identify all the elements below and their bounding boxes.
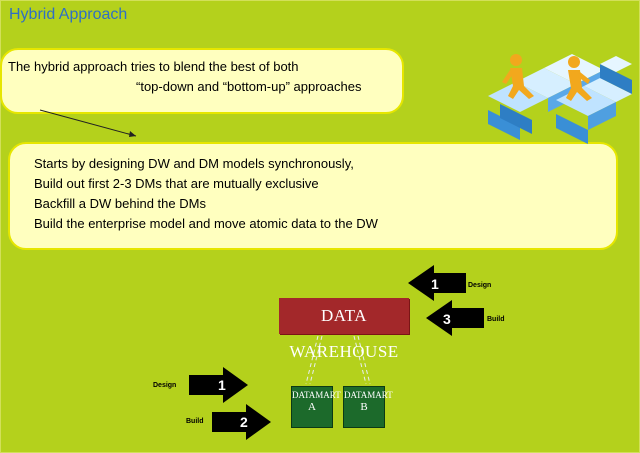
stairs-illustration [488, 54, 632, 144]
datamart-a-label: DATAMART [292, 390, 341, 400]
callout-connector-head [129, 131, 136, 137]
datamart-a-letter: A [308, 401, 316, 413]
intro-callout: The hybrid approach tries to blend the b… [0, 48, 404, 114]
arrow-number: 1 [218, 377, 226, 393]
arrow-number: 1 [431, 276, 439, 292]
step-2: Build out first 2-3 DMs that are mutuall… [34, 176, 319, 191]
step-1: Starts by designing DW and DM models syn… [34, 156, 354, 171]
arrow-label-build-dm: Build [186, 418, 204, 425]
arrow-build-dm: 2 [212, 404, 271, 440]
slide-title: Hybrid Approach [9, 6, 128, 23]
datamart-b-box: DATAMART B [343, 386, 393, 428]
arrow-label-design-dm: Design [153, 382, 177, 389]
intro-line-2: “top-down and “bottom-up” approaches [136, 79, 362, 94]
datamart-b-letter: B [360, 401, 368, 413]
step-3: Backfill a DW behind the DMs [34, 196, 206, 211]
arrow-build-dw: 3 [426, 300, 484, 336]
data-warehouse-box: DATA WAREHOUSE [279, 298, 409, 361]
datamart-a-box: DATAMART A [291, 386, 341, 428]
datamart-b-label: DATAMART [344, 390, 393, 400]
arrow-design-dw: 1 [408, 265, 466, 301]
callout-connector [39, 109, 137, 137]
arrow-design-dm: 1 [189, 367, 248, 403]
arrow-number: 3 [443, 311, 451, 327]
arrow-label-design-dw: Design [468, 282, 492, 289]
arrow-label-build-dw: Build [487, 316, 505, 323]
intro-line-1: The hybrid approach tries to blend the b… [8, 59, 299, 74]
step-4: Build the enterprise model and move atom… [34, 216, 378, 231]
steps-callout: Starts by designing DW and DM models syn… [8, 142, 618, 250]
dw-dm-connectors [305, 335, 371, 385]
arrow-number: 2 [240, 414, 248, 430]
